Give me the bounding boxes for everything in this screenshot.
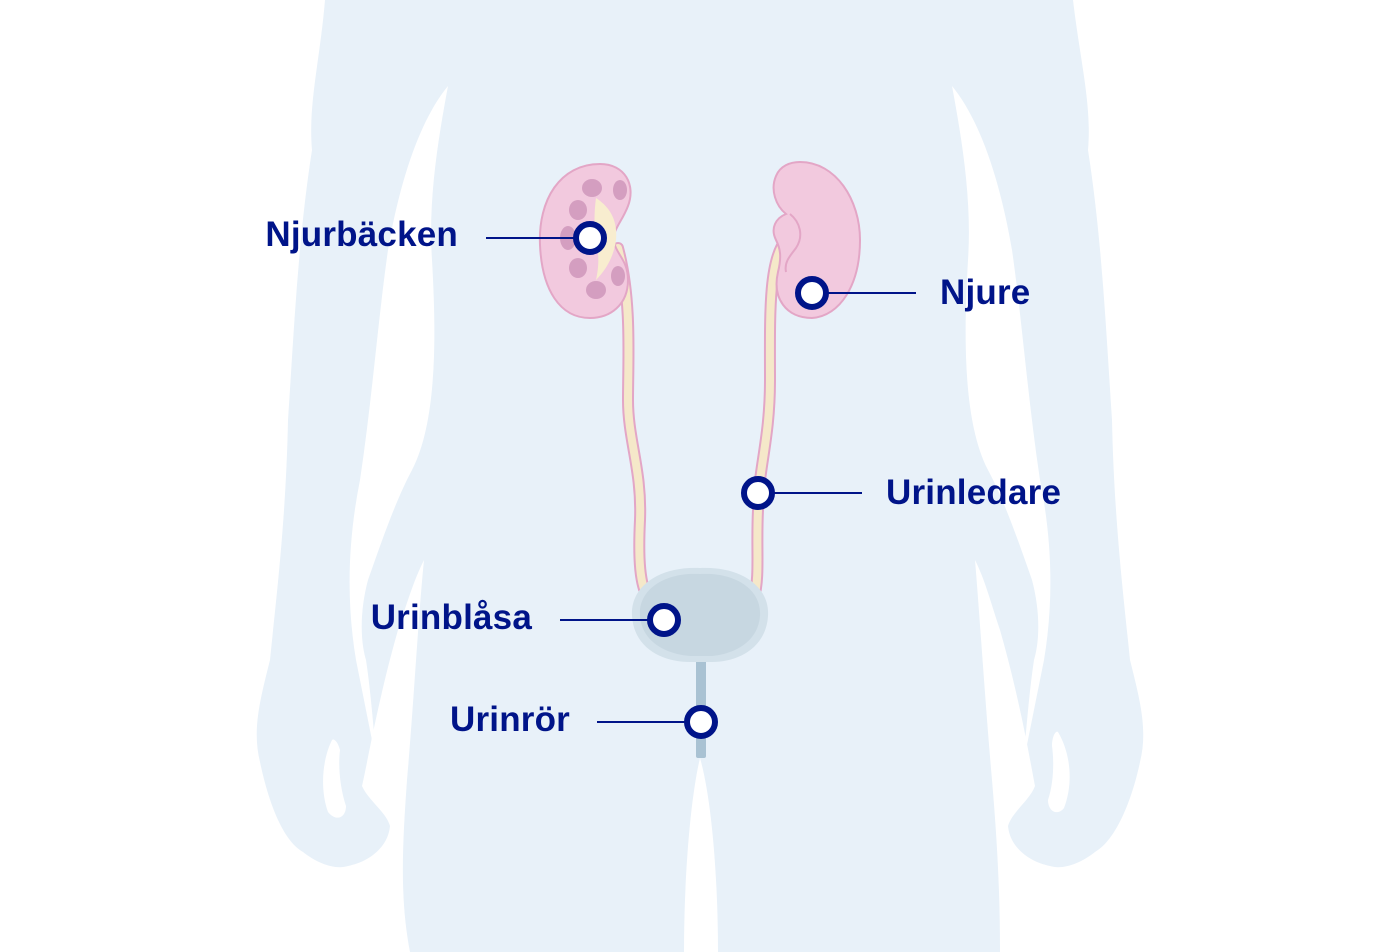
left-ureter: [614, 244, 652, 602]
ring-marker-icon[interactable]: [647, 603, 681, 637]
right-kidney: [772, 160, 862, 320]
right-ureter: [750, 236, 790, 602]
body-silhouette: [256, 0, 1144, 952]
label-urinror: Urinrör: [449, 700, 570, 739]
ring-marker-icon[interactable]: [741, 476, 775, 510]
left-arm-gap: [349, 86, 448, 770]
right-kidney-hilum: [784, 213, 802, 273]
ring-marker-icon[interactable]: [684, 705, 718, 739]
label-njure: Njure: [940, 273, 1031, 312]
right-thumb: [1048, 731, 1070, 813]
left-thumb: [323, 739, 346, 818]
ring-marker-icon[interactable]: [573, 221, 607, 255]
label-urinledare: Urinledare: [886, 473, 1062, 512]
label-njurbacken: Njurbäcken: [265, 215, 458, 254]
label-urinblasa: Urinblåsa: [370, 598, 532, 637]
right-arm-gap: [952, 86, 1051, 770]
ring-marker-icon[interactable]: [795, 276, 829, 310]
